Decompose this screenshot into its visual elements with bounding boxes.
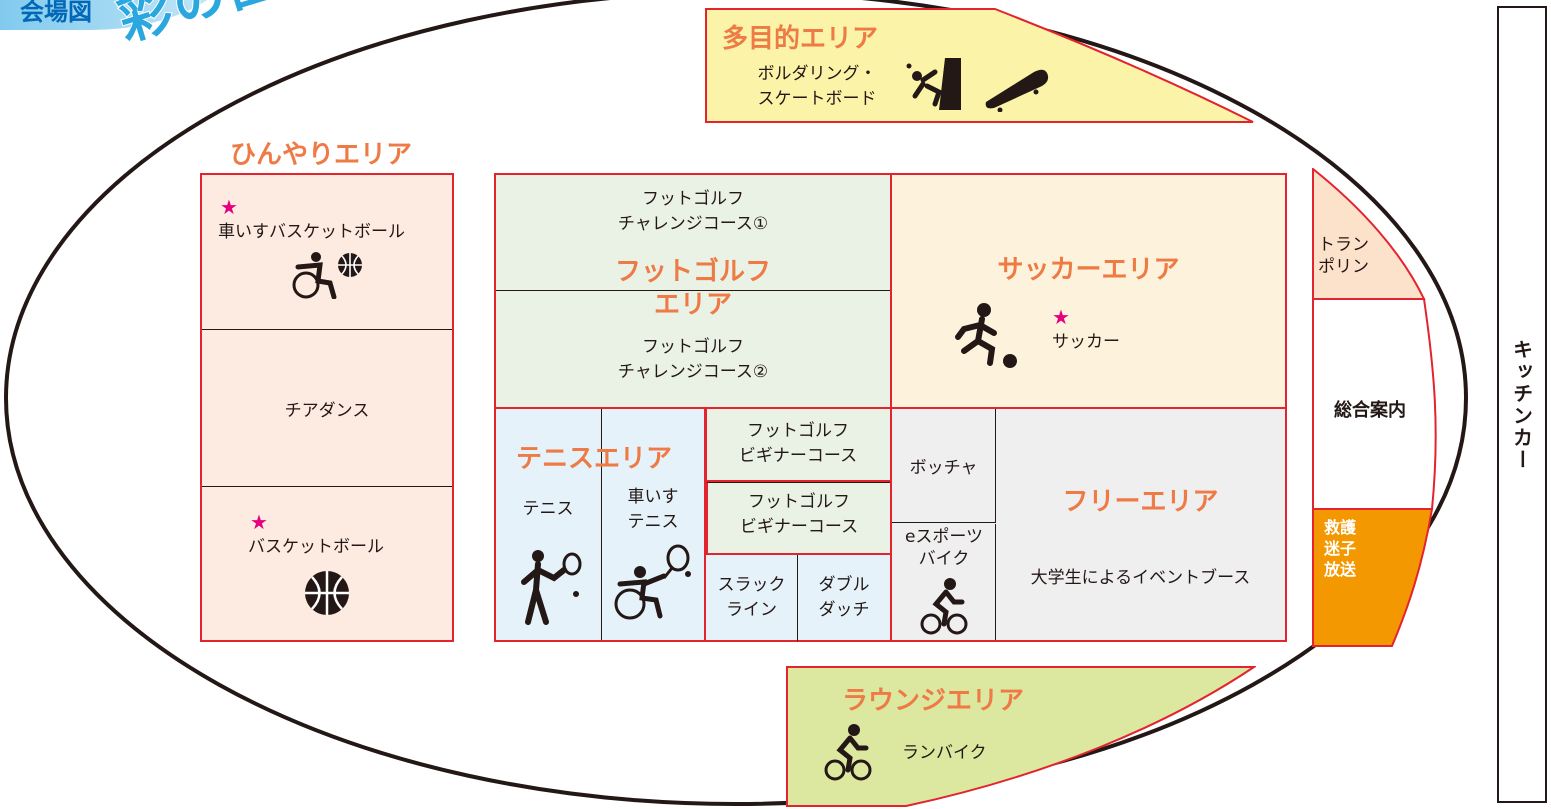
star-icon: ★ <box>1052 305 1070 329</box>
zone-footgolf-challenge-1: フットゴルフ チャレンジコース① <box>496 175 890 291</box>
esports-bike-label: eスポーツ バイク <box>904 527 984 570</box>
basketball-icon <box>305 571 349 615</box>
corner-label: 会場図 <box>20 0 92 26</box>
lounge-shape <box>786 666 1256 807</box>
lounge-label: ランバイク <box>902 743 987 763</box>
venue-ellipse <box>4 0 1468 806</box>
lounge-title: ラウンジエリア <box>842 686 1025 716</box>
multipurpose-shape <box>705 8 1254 123</box>
trampoline-label: トラン ポリン <box>1318 235 1369 278</box>
wheelchair-tennis-label: 車いす テニス <box>627 487 679 532</box>
zone-esports-bike: eスポーツ バイク <box>892 524 996 640</box>
multipurpose-label: ボルダリング・ スケートボード <box>757 64 877 109</box>
kitchen-car: キッチンカー <box>1497 6 1547 803</box>
double-dutch-label: ダブル ダッチ <box>818 574 870 620</box>
info-label: 総合案内 <box>1334 400 1406 421</box>
cool-area-title: ひんやりエリア <box>230 140 413 170</box>
cycling-icon <box>920 578 968 635</box>
cheer-dance-label: チアダンス <box>284 401 370 421</box>
free-area-title: フリーエリア <box>1062 487 1219 517</box>
wheelchair-basketball-label: 車いすバスケットボール <box>218 222 405 242</box>
soccer-icon <box>955 303 1017 368</box>
slackline-label: スラック ライン <box>717 574 786 620</box>
soccer-area-title: サッカーエリア <box>997 255 1180 285</box>
boccia-label: ボッチャ <box>909 458 978 478</box>
climbing-icon <box>906 58 961 110</box>
zone-footgolf-beginner-2: フットゴルフ ビギナーコース <box>706 482 892 555</box>
wheelchair-basketball-icon <box>292 252 362 299</box>
footgolf-area-title: フットゴルフ エリア <box>614 257 771 320</box>
footgolf-area: フットゴルフ チャレンジコース① フットゴルフ チャレンジコース② <box>494 173 892 409</box>
zone-tennis <box>496 409 602 640</box>
tennis-area-title: テニスエリア <box>516 444 673 474</box>
tennis-label: テニス <box>522 499 574 519</box>
footgolf-challenge-2-label: フットゴルフ チャレンジコース② <box>617 337 769 382</box>
zone-basketball: ★ バスケットボール <box>202 488 452 640</box>
wheelchair-tennis-icon <box>614 544 691 620</box>
star-icon: ★ <box>220 195 238 219</box>
right-column-shapes <box>1312 168 1437 647</box>
multipurpose-title: 多目的エリア <box>722 24 879 54</box>
tennis-area <box>494 407 706 642</box>
cool-area: ★ 車いすバスケットボール チアダンス ★ バスケットボール <box>200 173 454 642</box>
run-bike-icon <box>824 724 872 781</box>
zone-double-dutch: ダブル ダッチ <box>798 555 892 642</box>
skateboard-icon <box>985 69 1049 112</box>
footgolf-beginner-1-label: フットゴルフ ビギナーコース <box>738 421 858 466</box>
footgolf-challenge-1-label: フットゴルフ チャレンジコース① <box>617 189 769 234</box>
soccer-area: サッカーエリア ★ サッカー <box>890 173 1287 409</box>
basketball-label: バスケットボール <box>248 537 384 557</box>
free-area-block: ボッチャ eスポーツ バイク フリーエリア 大学生によるイベントブース <box>890 407 1287 642</box>
soccer-label: サッカー <box>1052 332 1120 352</box>
free-area-label: 大学生によるイベントブース <box>1030 568 1251 588</box>
zone-footgolf-beginner-1: フットゴルフ ビギナーコース <box>706 407 892 482</box>
rescue-label: 救護 迷子 放送 <box>1324 518 1357 579</box>
zone-wheelchair-basketball: ★ 車いすバスケットボール <box>202 175 452 330</box>
zone-slackline: スラック ライン <box>706 555 798 642</box>
zone-boccia: ボッチャ <box>892 409 996 523</box>
kitchen-car-label: キッチンカー <box>1509 338 1534 471</box>
star-icon: ★ <box>250 510 268 534</box>
zone-cheer-dance: チアダンス <box>202 331 452 487</box>
footgolf-beginner-2-label: フットゴルフ ビギナーコース <box>739 492 859 537</box>
tennis-icon <box>521 550 582 625</box>
